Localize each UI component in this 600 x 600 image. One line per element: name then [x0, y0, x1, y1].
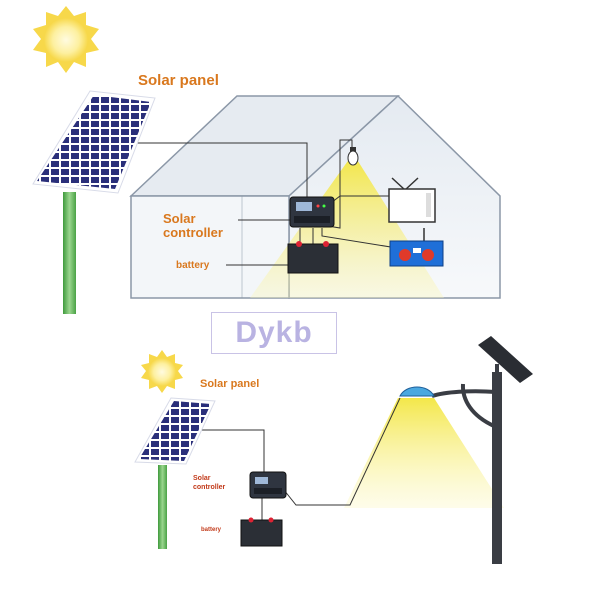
light-bulb-icon — [347, 147, 359, 166]
solar-panel-icon — [32, 90, 156, 194]
radio-icon — [389, 228, 444, 267]
sun-icon — [141, 350, 183, 393]
solar-controller — [249, 471, 287, 499]
tv-icon — [388, 177, 436, 223]
street-lamp-icon — [399, 336, 533, 564]
solar-panel-pole — [63, 192, 76, 314]
solar-controller-label-line2: controller — [193, 484, 226, 491]
solar-panel-label: Solar panel — [138, 72, 219, 89]
solar-panel-label: Solar panel — [200, 378, 260, 390]
solar-controller-label-line2: controller — [163, 225, 223, 240]
street-wiring — [200, 397, 401, 520]
battery-icon — [287, 241, 339, 274]
solar-controller-label-line1: Solar — [163, 211, 196, 226]
solar-controller-label: Solar controller — [193, 474, 225, 492]
solar-controller-label: Solar controller — [163, 212, 223, 240]
house-wiring — [123, 139, 398, 266]
solar-controller — [289, 196, 335, 228]
battery-label: battery — [201, 527, 222, 533]
sun-icon — [33, 6, 99, 73]
solar-panel-icon — [134, 397, 216, 465]
street-lamp-light-beam — [344, 398, 504, 508]
solar-panel-pole — [158, 465, 167, 549]
watermark-logo: Dykb — [211, 312, 337, 354]
battery-icon — [240, 517, 283, 547]
battery-label: battery — [176, 260, 210, 271]
solar-controller-label-line1: Solar — [193, 475, 211, 482]
